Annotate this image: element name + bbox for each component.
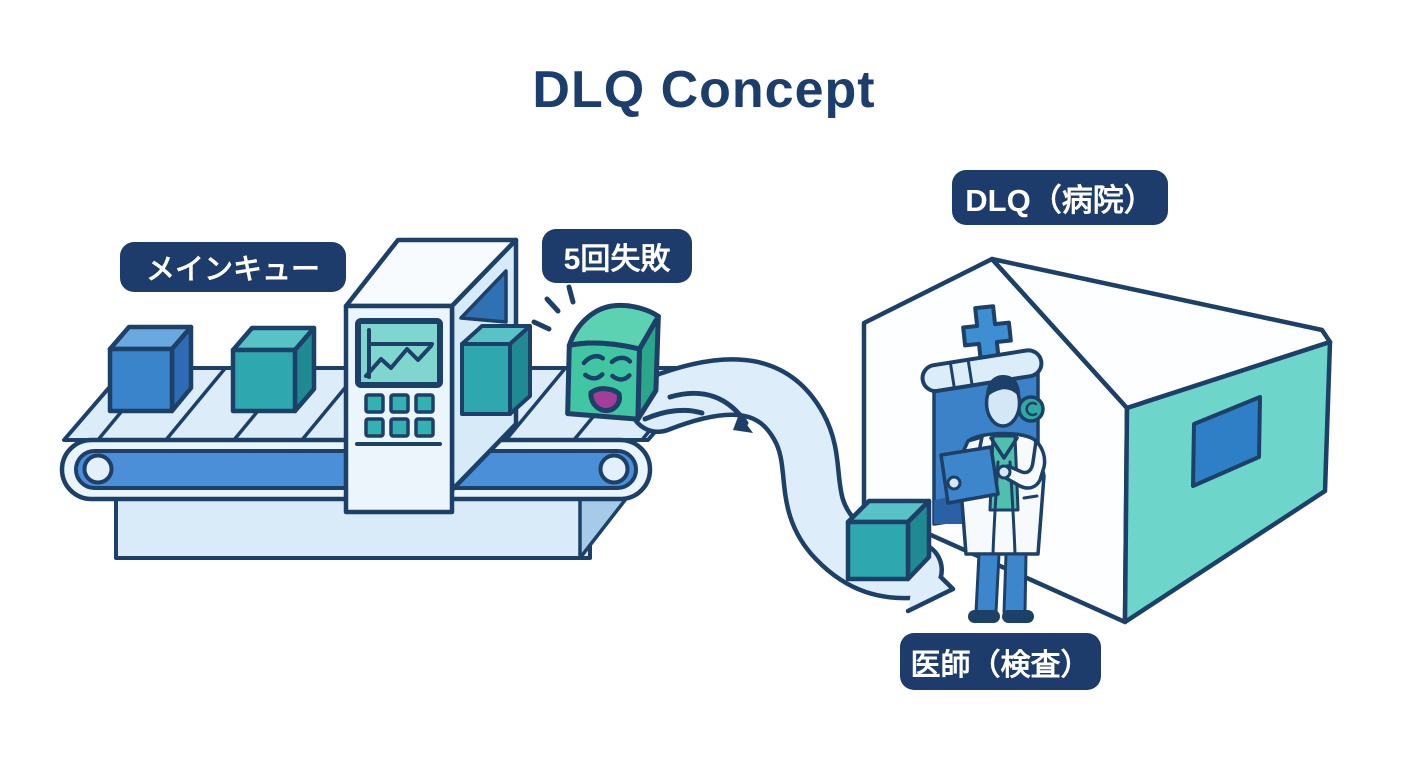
label-doctor-inspection: 医師（検査） [900,633,1101,690]
clipboard [939,445,1000,505]
stress-marks [531,284,576,332]
doctor-right-arm [1002,439,1047,490]
label-main-queue: メインキュー [120,242,346,292]
label-dlq-hospital: DLQ（病院） [952,170,1168,225]
label-fail-count: 5回失敗 [542,229,692,283]
screen-line-chart [364,328,434,379]
scanned-cube [460,324,532,416]
queue-cube-teal [230,325,317,414]
flow-arrowhead [733,414,753,433]
hospital-side-wall [1122,339,1333,625]
stethoscope-disc [1017,395,1045,423]
doctor-right-leg [1002,552,1028,614]
belt-roller-right [598,453,630,485]
doctor-left-leg [974,552,1001,614]
doctor-hair [985,375,1021,400]
gate-opening [459,269,508,324]
doctor-left-shoe [968,610,1000,623]
doctor-figure [939,375,1047,623]
machine-screen [355,318,443,388]
page-title: DLQ Concept [532,61,876,119]
scanner-machine [343,237,532,515]
failed-message-cube [565,302,661,422]
machine-keypad [364,393,435,438]
hospital-window [1191,395,1262,488]
sad-face [581,353,633,413]
doctor-left-hand [946,475,962,491]
dlq-message-cube [845,498,932,582]
door-rolled-curtain [920,348,1044,394]
belt-roller-left [82,453,114,485]
flow-direction-arrow [642,390,749,426]
queue-cube-blue [107,324,194,414]
doctor-right-shoe [1002,610,1034,623]
doctor-right-hand [996,464,1012,480]
